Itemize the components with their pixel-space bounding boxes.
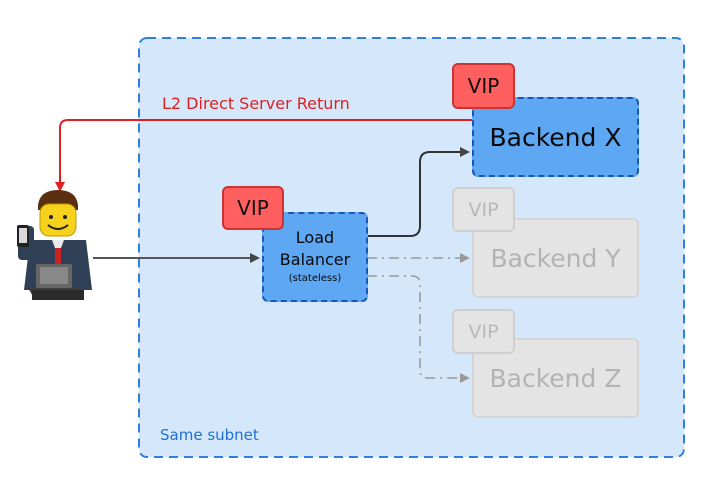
backend-y-box: Backend Y [472, 218, 639, 298]
backend-z-box: Backend Z [472, 338, 639, 418]
lb-to-backend-z-arrow [367, 275, 470, 383]
backend-z-vip-label: VIP [468, 320, 499, 343]
client-figure-icon [17, 190, 92, 300]
backend-x-vip-label: VIP [467, 74, 500, 98]
load-balancer-box: Load Balancer (stateless) [262, 212, 368, 302]
backend-x-box: Backend X [472, 97, 639, 177]
lb-note: (stateless) [288, 273, 342, 284]
lb-vip: VIP [222, 186, 284, 230]
backend-z-label: Backend Z [489, 363, 622, 393]
lb-line1: Load [295, 228, 335, 247]
lb-to-backend-x-arrow [367, 147, 470, 237]
backend-z-vip: VIP [452, 309, 515, 354]
backend-y-label: Backend Y [490, 243, 621, 273]
backend-y-vip: VIP [452, 187, 515, 232]
backend-x-label: Backend X [489, 122, 622, 152]
backend-x-vip: VIP [452, 63, 515, 109]
dsr-return-arrow [55, 119, 474, 192]
lb-line2: Balancer [279, 250, 351, 269]
backend-y-vip-label: VIP [468, 198, 499, 221]
dsr-label: L2 Direct Server Return [162, 94, 350, 113]
lb-vip-label: VIP [237, 196, 269, 220]
subnet-label: Same subnet [160, 426, 259, 444]
